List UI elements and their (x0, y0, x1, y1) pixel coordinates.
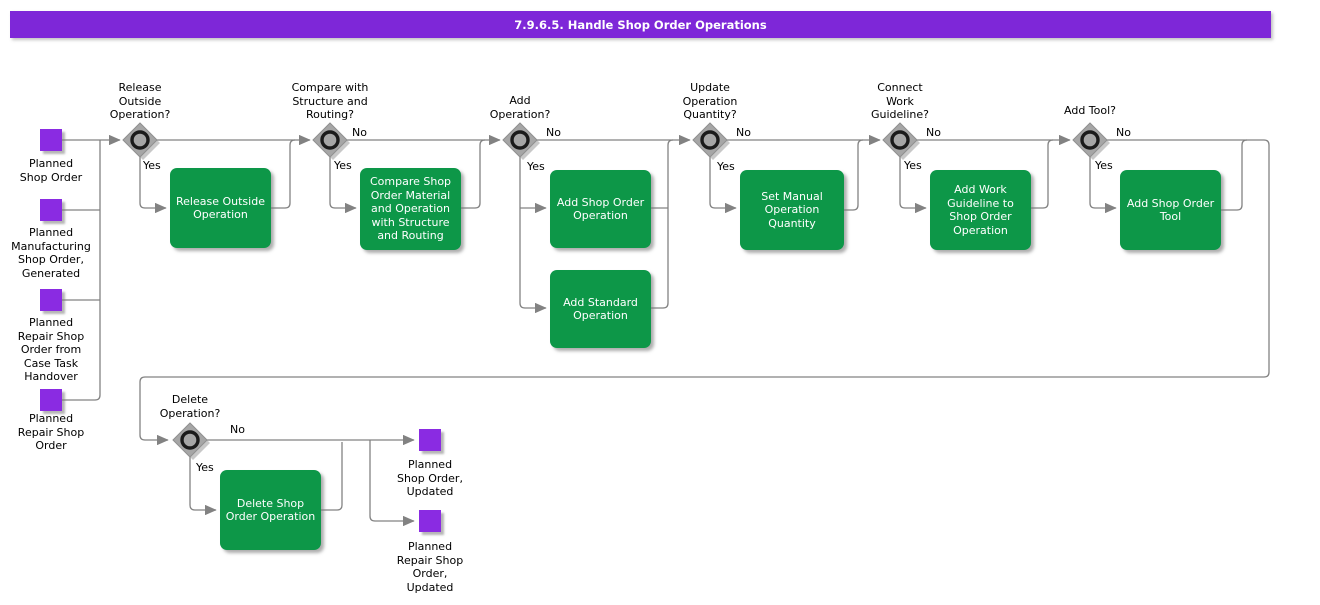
activity-release-outside-operation[interactable]: Release Outside Operation (170, 168, 271, 248)
connector-addstdop-out (651, 139, 674, 309)
branch-no-label: No (1116, 126, 1131, 139)
artifact-label: Planned Repair Shop Order (17, 412, 85, 452)
activity-delete-shop-order-operation[interactable]: Delete Shop Order Operation (220, 470, 321, 550)
branch-no-label: No (230, 423, 245, 436)
gateway-add-tool[interactable] (1072, 122, 1110, 160)
gateway-connect-work-guideline[interactable] (882, 122, 920, 160)
artifact-label: Planned Manufacturing Shop Order, Genera… (11, 226, 91, 280)
branch-no-label: No (736, 126, 751, 139)
artifact-label: Planned Shop Order, Updated (397, 458, 463, 498)
connector-delete-yes (189, 457, 217, 516)
connector-release-yes (139, 157, 167, 214)
connector-compare-out (461, 139, 486, 209)
gateway-label: Add Operation? (489, 94, 551, 121)
activity-set-manual-operation-quantity[interactable]: Set Manual Operation Quantity (740, 170, 844, 250)
branch-no-label: No (352, 126, 367, 139)
connector-to-repair-updated (369, 440, 415, 527)
branch-no-label: No (926, 126, 941, 139)
artifact-label: Planned Shop Order (19, 157, 83, 184)
connector-addtool-no-loop (139, 139, 1270, 446)
connector-addshoptool-out (1221, 139, 1248, 211)
connector-release-out (271, 139, 296, 209)
diagram-title-bar: 7.9.6.5. Handle Shop Order Operations (10, 11, 1271, 38)
gateway-label: Compare with Structure and Routing? (291, 81, 369, 121)
gateway-release-outside-operation[interactable] (122, 122, 160, 160)
connector-setmanual-out (844, 139, 864, 211)
artifact-planned-shop-order[interactable] (40, 129, 62, 151)
gateway-label: Connect Work Guideline? (871, 81, 929, 121)
connector-addguideline-out (1031, 139, 1054, 209)
gateway-update-operation-quantity[interactable] (692, 122, 730, 160)
branch-yes-label: Yes (334, 159, 352, 172)
gateway-delete-operation[interactable] (172, 422, 210, 460)
artifact-label: Planned Repair Shop Order, Updated (396, 540, 464, 594)
connector-compare-yes (329, 157, 357, 214)
branch-yes-label: Yes (143, 159, 161, 172)
connector-input4-collector (62, 140, 101, 401)
activity-add-shop-order-tool[interactable]: Add Shop Order Tool (1120, 170, 1221, 250)
gateway-label: Delete Operation? (159, 393, 221, 420)
gateway-label: Add Tool? (1064, 104, 1116, 117)
branch-no-label: No (546, 126, 561, 139)
gateway-add-operation[interactable] (502, 122, 540, 160)
artifact-planned-manufacturing-shop-order-generated[interactable] (40, 199, 62, 221)
branch-yes-label: Yes (527, 160, 545, 173)
diagram-title: 7.9.6.5. Handle Shop Order Operations (514, 17, 767, 32)
connector-deleteop-out (321, 442, 343, 511)
connector-addtool-yes (1089, 157, 1117, 214)
branch-yes-label: Yes (904, 159, 922, 172)
connector-guideline-yes (899, 157, 927, 214)
connector-updateqty-yes (709, 157, 737, 214)
activity-add-shop-order-operation[interactable]: Add Shop Order Operation (550, 170, 651, 248)
artifact-label: Planned Repair Shop Order from Case Task… (17, 316, 85, 383)
gateway-label: Release Outside Operation? (109, 81, 171, 121)
gateway-compare-structure-routing[interactable] (312, 122, 350, 160)
activity-compare-shop-order-material[interactable]: Compare Shop Order Material and Operatio… (360, 168, 461, 250)
artifact-planned-repair-shop-order-from-case-task-handover[interactable] (40, 289, 62, 311)
artifact-planned-shop-order-updated[interactable] (419, 429, 441, 451)
branch-yes-label: Yes (196, 461, 214, 474)
artifact-planned-repair-shop-order[interactable] (40, 389, 62, 411)
connector-addop-yes-standard (519, 157, 547, 314)
gateway-label: Update Operation Quantity? (682, 81, 738, 121)
branch-yes-label: Yes (1095, 159, 1113, 172)
branch-yes-label: Yes (717, 160, 735, 173)
artifact-planned-repair-shop-order-updated[interactable] (419, 510, 441, 532)
activity-add-work-guideline[interactable]: Add Work Guideline to Shop Order Operati… (930, 170, 1031, 250)
activity-add-standard-operation[interactable]: Add Standard Operation (550, 270, 651, 348)
